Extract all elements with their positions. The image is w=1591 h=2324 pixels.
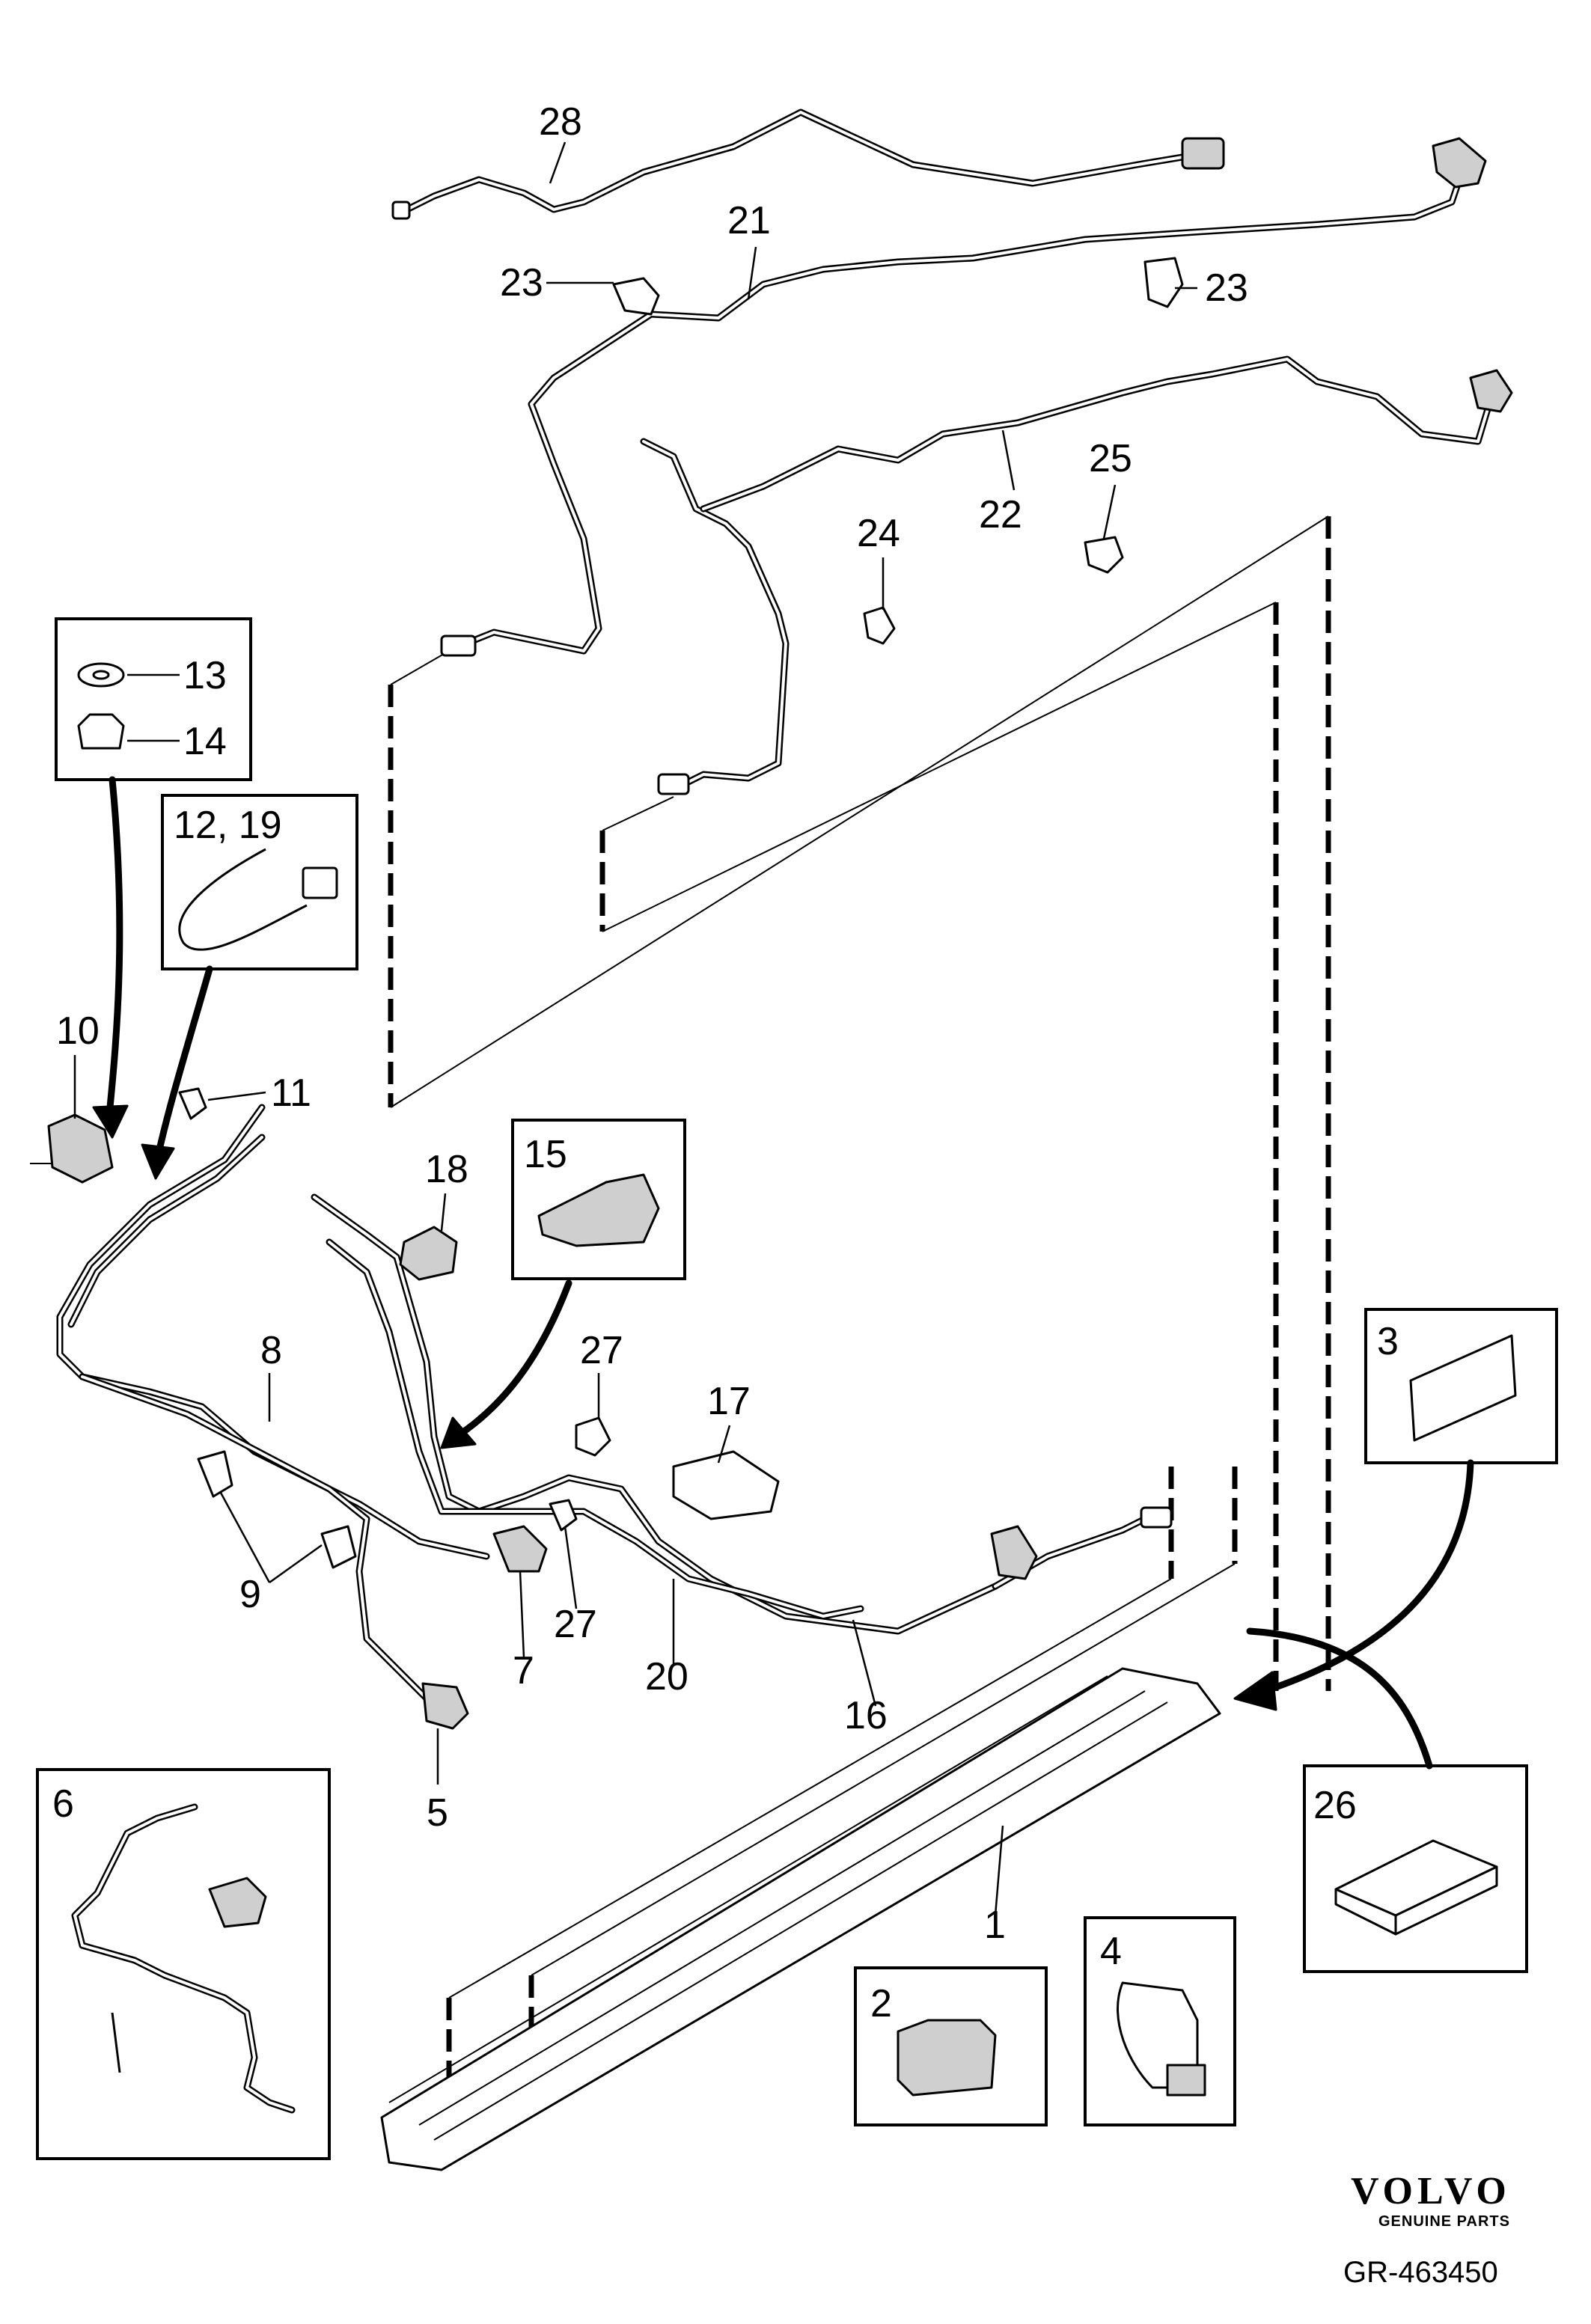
clip-27-upper: [575, 1416, 611, 1457]
callout-27-upper: 27: [580, 1329, 623, 1372]
callout-26: 26: [1313, 1784, 1357, 1827]
callout-20: 20: [645, 1655, 688, 1698]
part-11: [178, 1087, 207, 1120]
inset-box-15: [511, 1119, 686, 1280]
callout-9: 9: [239, 1573, 261, 1616]
callout-16: 16: [844, 1694, 888, 1737]
brand-logo: VOLVO: [1351, 2170, 1511, 2213]
callout-23-right: 23: [1205, 266, 1248, 310]
callout-11: 11: [271, 1071, 311, 1115]
clip-23-left: [612, 277, 660, 316]
callout-14: 14: [183, 720, 227, 763]
inset-box-6: [36, 1768, 331, 2160]
clip-27-lower: [549, 1499, 578, 1532]
callout-23-left: 23: [500, 261, 543, 305]
inset-box-4: [1084, 1916, 1236, 2126]
clip-9-lower: [320, 1525, 357, 1569]
pipe-22: [640, 355, 1513, 795]
callout-labels: 28 21 23 23 22 25 24 13 14 12, 19 10 11 …: [52, 100, 1399, 2025]
dashed-frame-middle: [599, 602, 1279, 1691]
brand-block: VOLVO GENUINE PARTS GR-463450: [1343, 2170, 1511, 2289]
inset-box-2: [854, 1966, 1048, 2126]
callout-8: 8: [260, 1329, 282, 1372]
inset-box-26: [1303, 1764, 1528, 1973]
clip-9-upper: [197, 1450, 233, 1498]
part-17: [672, 1450, 780, 1520]
callout-4: 4: [1100, 1930, 1122, 1973]
clip-23-right: [1143, 257, 1184, 308]
callout-27-lower: 27: [554, 1603, 597, 1646]
callout-10: 10: [56, 1009, 100, 1053]
callout-1: 1: [984, 1903, 1006, 1947]
callout-13: 13: [183, 654, 227, 697]
part-10: [30, 1113, 114, 1184]
callout-22: 22: [979, 493, 1022, 536]
pointer-arrows: [92, 776, 1474, 1770]
callout-7: 7: [513, 1649, 534, 1692]
clip-25: [1084, 536, 1124, 574]
pipe-21: [440, 137, 1487, 657]
callout-25: 25: [1089, 437, 1132, 480]
callout-21: 21: [727, 199, 771, 242]
callout-17: 17: [707, 1380, 751, 1423]
callout-6: 6: [52, 1782, 74, 1826]
clip-24: [863, 606, 896, 645]
diagram-reference: GR-463450: [1343, 2256, 1498, 2289]
callout-24: 24: [857, 512, 900, 555]
leader-lines: [73, 141, 1197, 1916]
callout-15: 15: [524, 1133, 567, 1176]
callout-28: 28: [539, 100, 582, 144]
part-1-rail: [380, 1667, 1221, 2171]
inset-box-3: [1364, 1308, 1558, 1464]
brand-tagline: GENUINE PARTS: [1378, 2213, 1510, 2230]
callout-18: 18: [425, 1148, 468, 1191]
callout-5: 5: [427, 1791, 448, 1835]
inset-box-13-14: [55, 617, 252, 781]
dashed-frame-upper: [388, 516, 1331, 1691]
pipe-harness-8: [56, 1104, 490, 1730]
inset-box-12-19: [161, 794, 358, 970]
pipe-28: [391, 108, 1225, 220]
callout-3: 3: [1377, 1320, 1399, 1363]
callout-12-19: 12, 19: [174, 804, 282, 847]
part-18: [399, 1226, 458, 1281]
callout-2: 2: [870, 1982, 892, 2025]
